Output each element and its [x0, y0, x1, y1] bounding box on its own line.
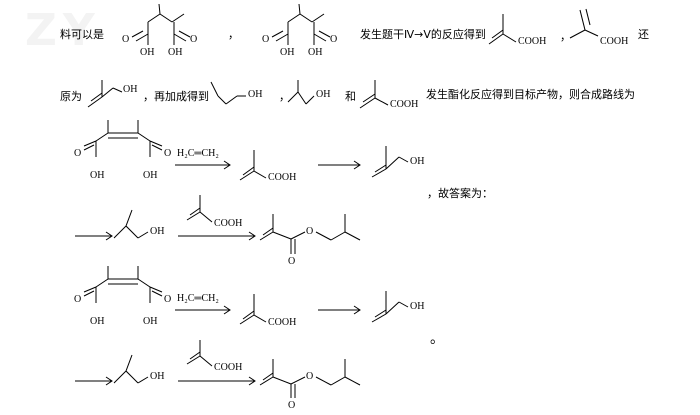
route1-methacrylic-acid-reagent-structure [186, 195, 213, 223]
label-o: O [74, 294, 82, 305]
label-ethylene: H₂C═CH₂ [177, 148, 219, 159]
text-line2-d: 和 [345, 90, 356, 103]
text-dot: 。 [430, 331, 444, 347]
label-o: O [74, 148, 82, 159]
text-line1-mid: 发生题干Ⅳ→Ⅴ的反应得到 [360, 28, 486, 41]
label-oh: OH [140, 47, 155, 58]
route2-arrowhead-1 [223, 305, 231, 315]
watermark: ZY [25, 5, 101, 56]
route2-ester-structure [259, 359, 361, 398]
route1-isobutanol-structure [113, 209, 149, 239]
label-oh: OH [308, 47, 323, 58]
methacrylic-acid-structure-1 [488, 14, 517, 45]
label-o: O [330, 34, 338, 45]
text-line1-prefix: 料可以是 [60, 28, 104, 41]
label-cooh: COOH [268, 172, 297, 183]
route1-arrowhead-4 [248, 231, 256, 241]
route1-arrowhead-3 [105, 231, 113, 241]
label-oh: OH [248, 89, 263, 100]
label-oh: OH [90, 316, 105, 327]
label-oh: OH [123, 84, 138, 95]
label-o: O [306, 226, 314, 237]
text-line1-comma2: ， [560, 30, 571, 43]
label-cooh: COOH [214, 362, 243, 373]
label-o: O [262, 34, 270, 45]
label-o: O [122, 34, 130, 45]
label-o: O [306, 371, 314, 382]
label-oh: OH [150, 371, 165, 382]
label-oh: OH [168, 47, 183, 58]
label-oh: OH [280, 47, 295, 58]
isobutanol-structure-2 [287, 80, 315, 105]
methacrylic-acid-structure-3 [359, 80, 389, 109]
label-oh: OH [410, 156, 425, 167]
methallyl-alcohol-structure-1 [87, 80, 123, 108]
route1-diacid-structure [83, 120, 163, 157]
text-answer: ，故答案为： [427, 187, 493, 200]
route1-methacrylic-acid-structure [239, 150, 267, 181]
text-line2-a: 原为 [60, 90, 82, 103]
label-ethylene: H₂C═CH₂ [177, 293, 219, 304]
label-o: O [288, 256, 296, 267]
route2-diacid-structure [83, 266, 163, 303]
label-cooh: COOH [214, 218, 243, 229]
text-line2-c: ， [279, 90, 290, 103]
text-line1-suffix: 还 [638, 28, 649, 41]
label-oh: OH [410, 301, 425, 312]
methacrylic-acid-structure-2 [569, 8, 599, 39]
label-oh: OH [90, 170, 105, 181]
label-oh: OH [143, 316, 158, 327]
text-line1-comma: ， [228, 28, 239, 41]
route2-methallyl-alcohol-structure [371, 291, 409, 323]
label-o: O [164, 294, 172, 305]
label-oh: OH [143, 170, 158, 181]
route1-arrowhead-2 [353, 160, 361, 170]
label-o: O [164, 148, 172, 159]
label-cooh: COOH [600, 36, 629, 47]
route2-arrowhead-2 [353, 305, 361, 315]
route2-methacrylic-acid-structure [239, 294, 267, 325]
label-oh: OH [150, 226, 165, 237]
diacid-structure-1 [131, 3, 191, 45]
label-cooh: COOH [390, 99, 419, 110]
route2-arrowhead-3 [105, 376, 113, 386]
label-cooh: COOH [518, 36, 547, 47]
label-o: O [288, 400, 296, 411]
label-cooh: COOH [268, 317, 297, 328]
isobutanol-structure-1 [210, 81, 246, 105]
route2-arrowhead-4 [248, 376, 256, 386]
diacid-structure-2 [271, 3, 331, 45]
text-line2-b: ，再加成得到 [143, 90, 209, 103]
route1-ester-structure [259, 214, 361, 254]
label-oh: OH [316, 89, 331, 100]
label-o: O [190, 34, 198, 45]
text-line2-e: 发生酯化反应得到目标产物，则合成路线为 [426, 88, 635, 101]
route2-isobutanol-structure [113, 354, 149, 384]
route1-arrowhead-1 [223, 160, 231, 170]
route2-methacrylic-acid-reagent-structure [186, 340, 213, 367]
route1-methallyl-alcohol-structure [371, 146, 409, 178]
